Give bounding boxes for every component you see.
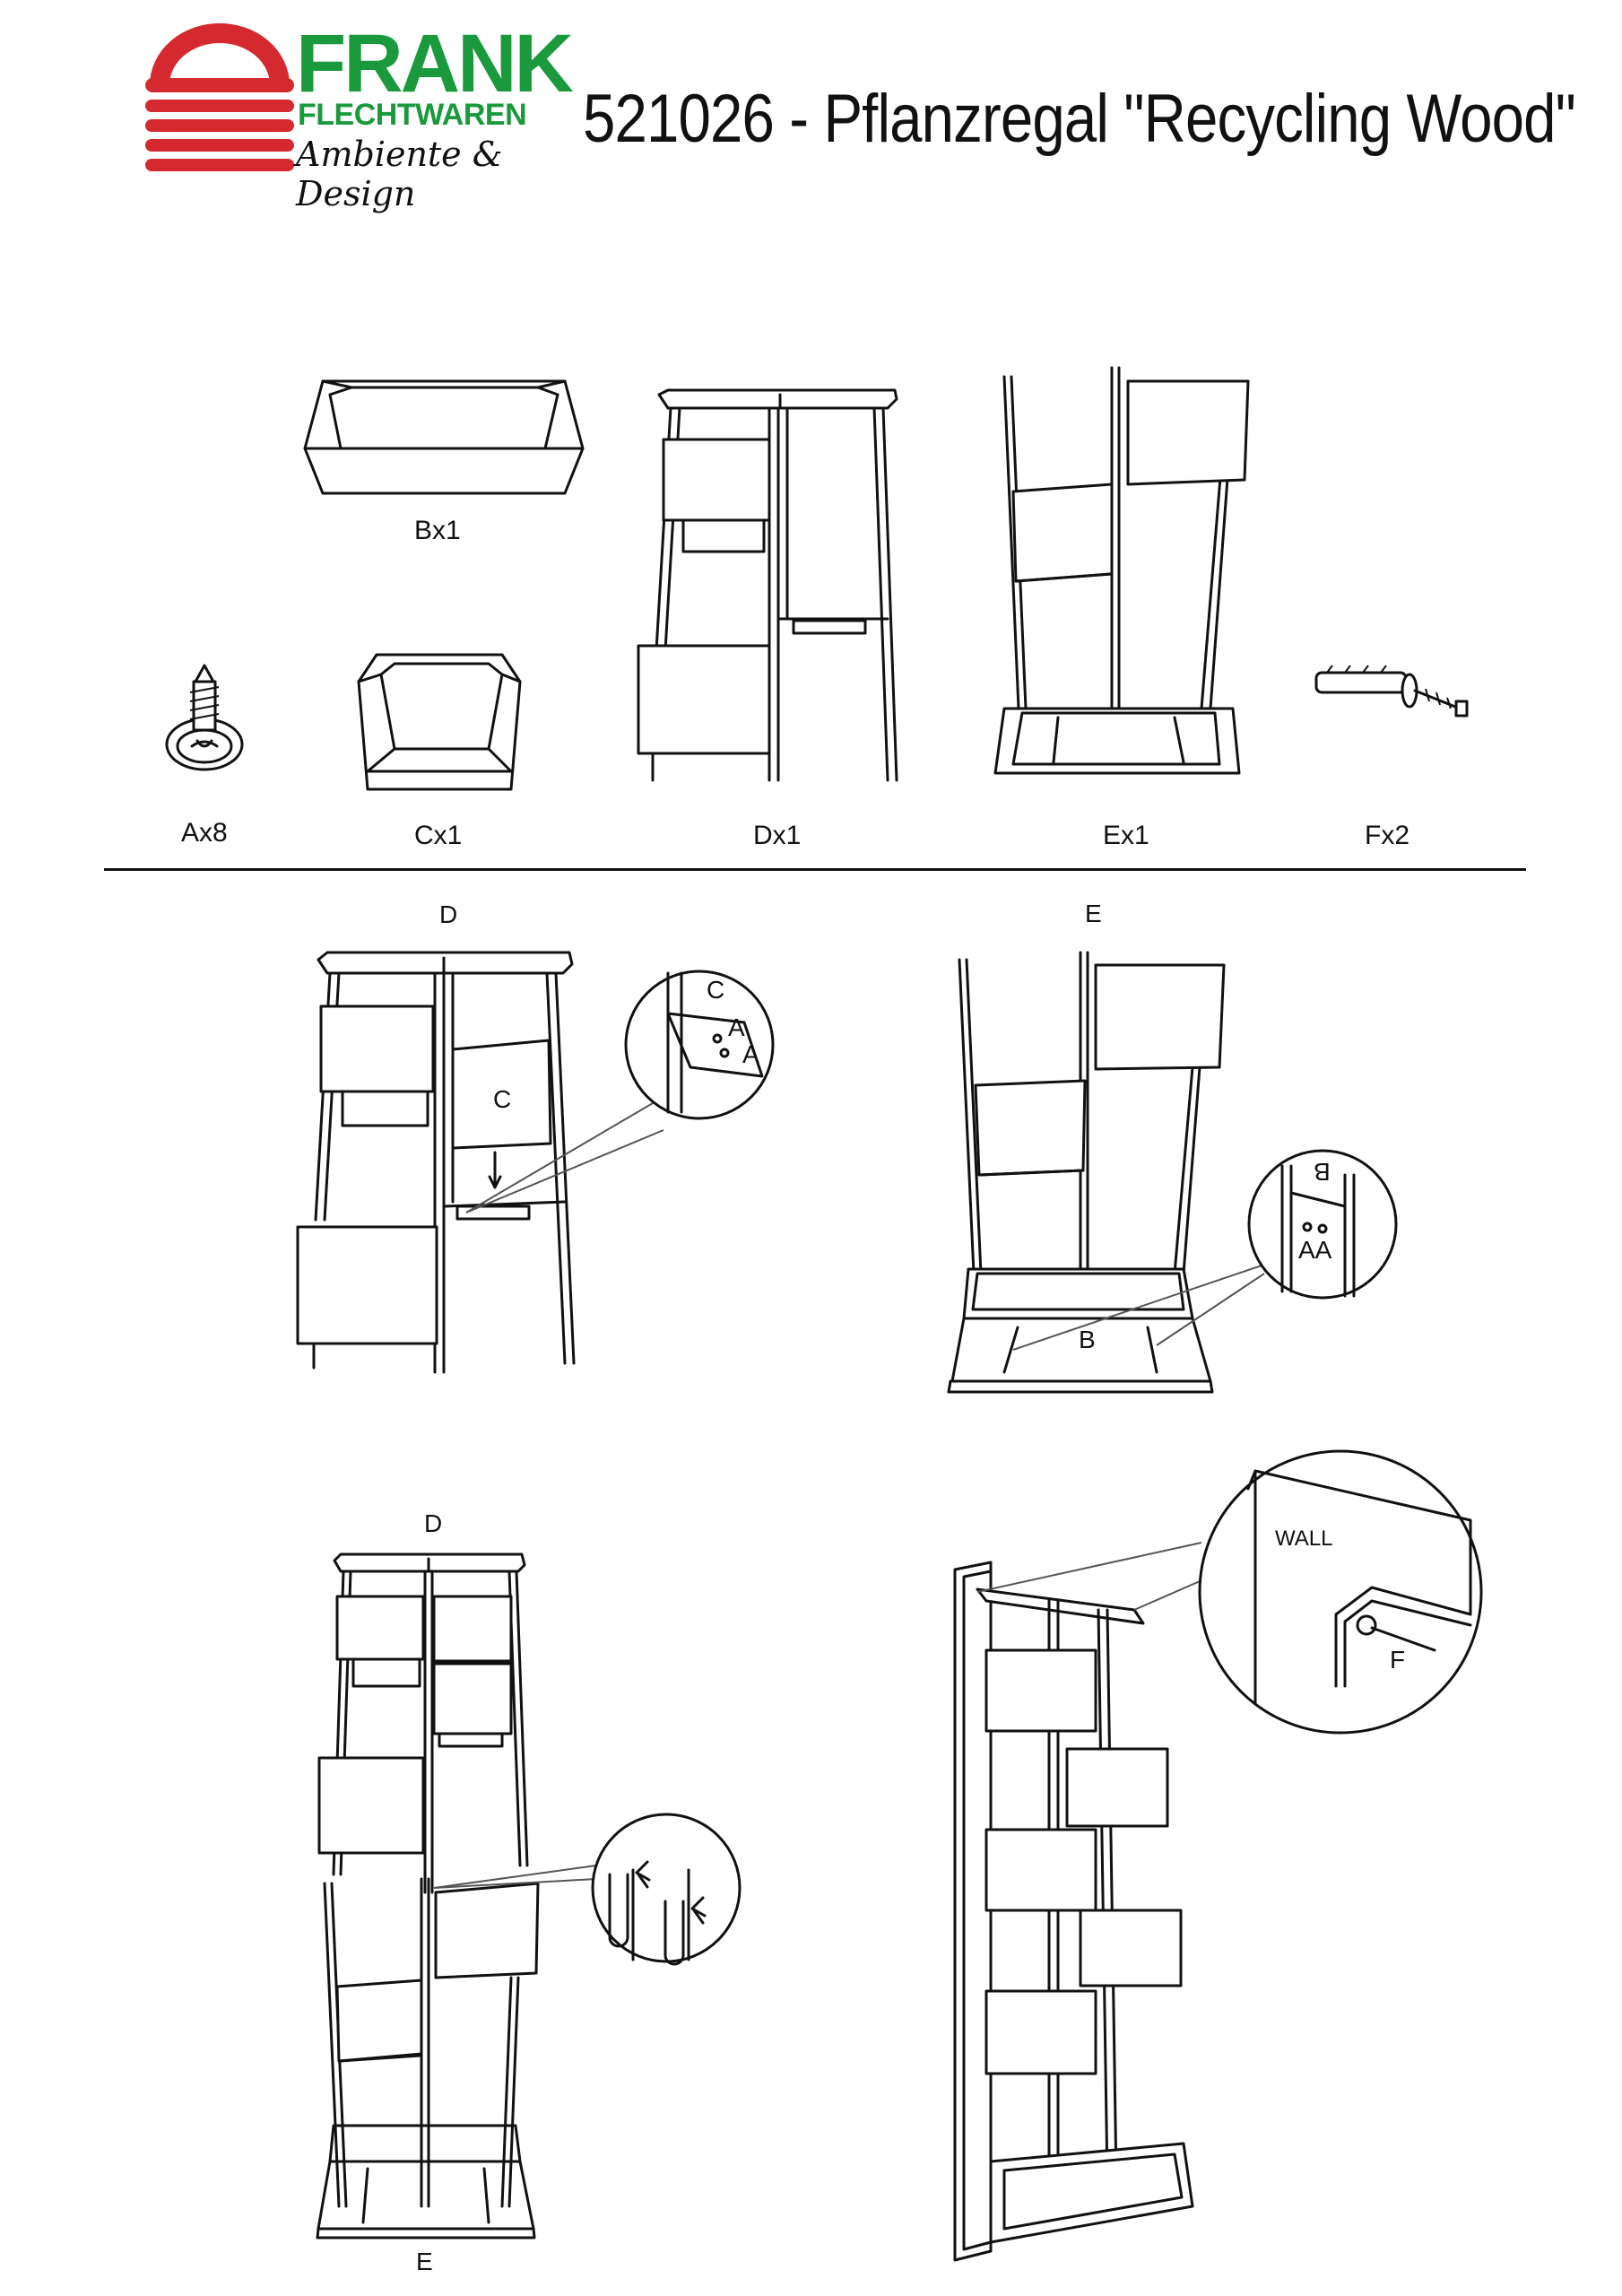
step2-frame-label: E xyxy=(1085,900,1102,927)
part-f-label: Fx2 xyxy=(1365,821,1410,850)
brand-logo: FRANK FLECHTWAREN Ambiente & Design xyxy=(143,22,574,213)
step1-detail-a1-label: A xyxy=(728,1013,745,1041)
step3-drawing xyxy=(316,1552,742,2239)
step1-frame-label: D xyxy=(439,900,458,928)
step1-box-label: C xyxy=(493,1085,512,1113)
step1-detail-c-label: C xyxy=(707,976,725,1004)
basket-logo-icon xyxy=(145,23,294,171)
document-title: 521026 - Pflanzregal "Recycling Wood" xyxy=(583,81,1576,157)
part-b-drawing xyxy=(303,379,585,495)
step4-drawing xyxy=(953,1449,1483,2262)
part-e-drawing xyxy=(993,366,1250,775)
step3-frame-top-label: D xyxy=(424,1509,443,1537)
part-f-anchor-icon xyxy=(1314,665,1469,718)
step2-drawing xyxy=(947,951,1398,1394)
part-b-label: Bx1 xyxy=(414,516,461,545)
step2-detail-aa-label: AA xyxy=(1298,1236,1332,1264)
step3-frame-bottom-label: E xyxy=(416,2248,433,2275)
brand-tagline: Ambiente & Design xyxy=(296,135,503,213)
part-c-drawing xyxy=(357,653,522,791)
step1-drawing xyxy=(296,951,775,1374)
part-a-screw-icon xyxy=(165,664,244,771)
step4-wall-label: WALL xyxy=(1275,1526,1333,1551)
part-d-label: Dx1 xyxy=(753,821,802,850)
part-c-label: Cx1 xyxy=(414,821,463,850)
step1-detail-a2-label: A xyxy=(742,1040,759,1068)
brand-subtitle: FLECHTWAREN xyxy=(298,98,527,132)
part-d-drawing xyxy=(637,388,898,782)
section-divider xyxy=(104,868,1526,871)
step2-detail-b-label: B xyxy=(1314,1158,1331,1186)
part-a-label: Ax8 xyxy=(181,818,228,848)
brand-name: FRANK xyxy=(296,18,574,109)
part-e-label: Ex1 xyxy=(1103,821,1149,850)
step2-box-label: B xyxy=(1079,1326,1096,1353)
step4-anchor-label: F xyxy=(1390,1646,1406,1674)
